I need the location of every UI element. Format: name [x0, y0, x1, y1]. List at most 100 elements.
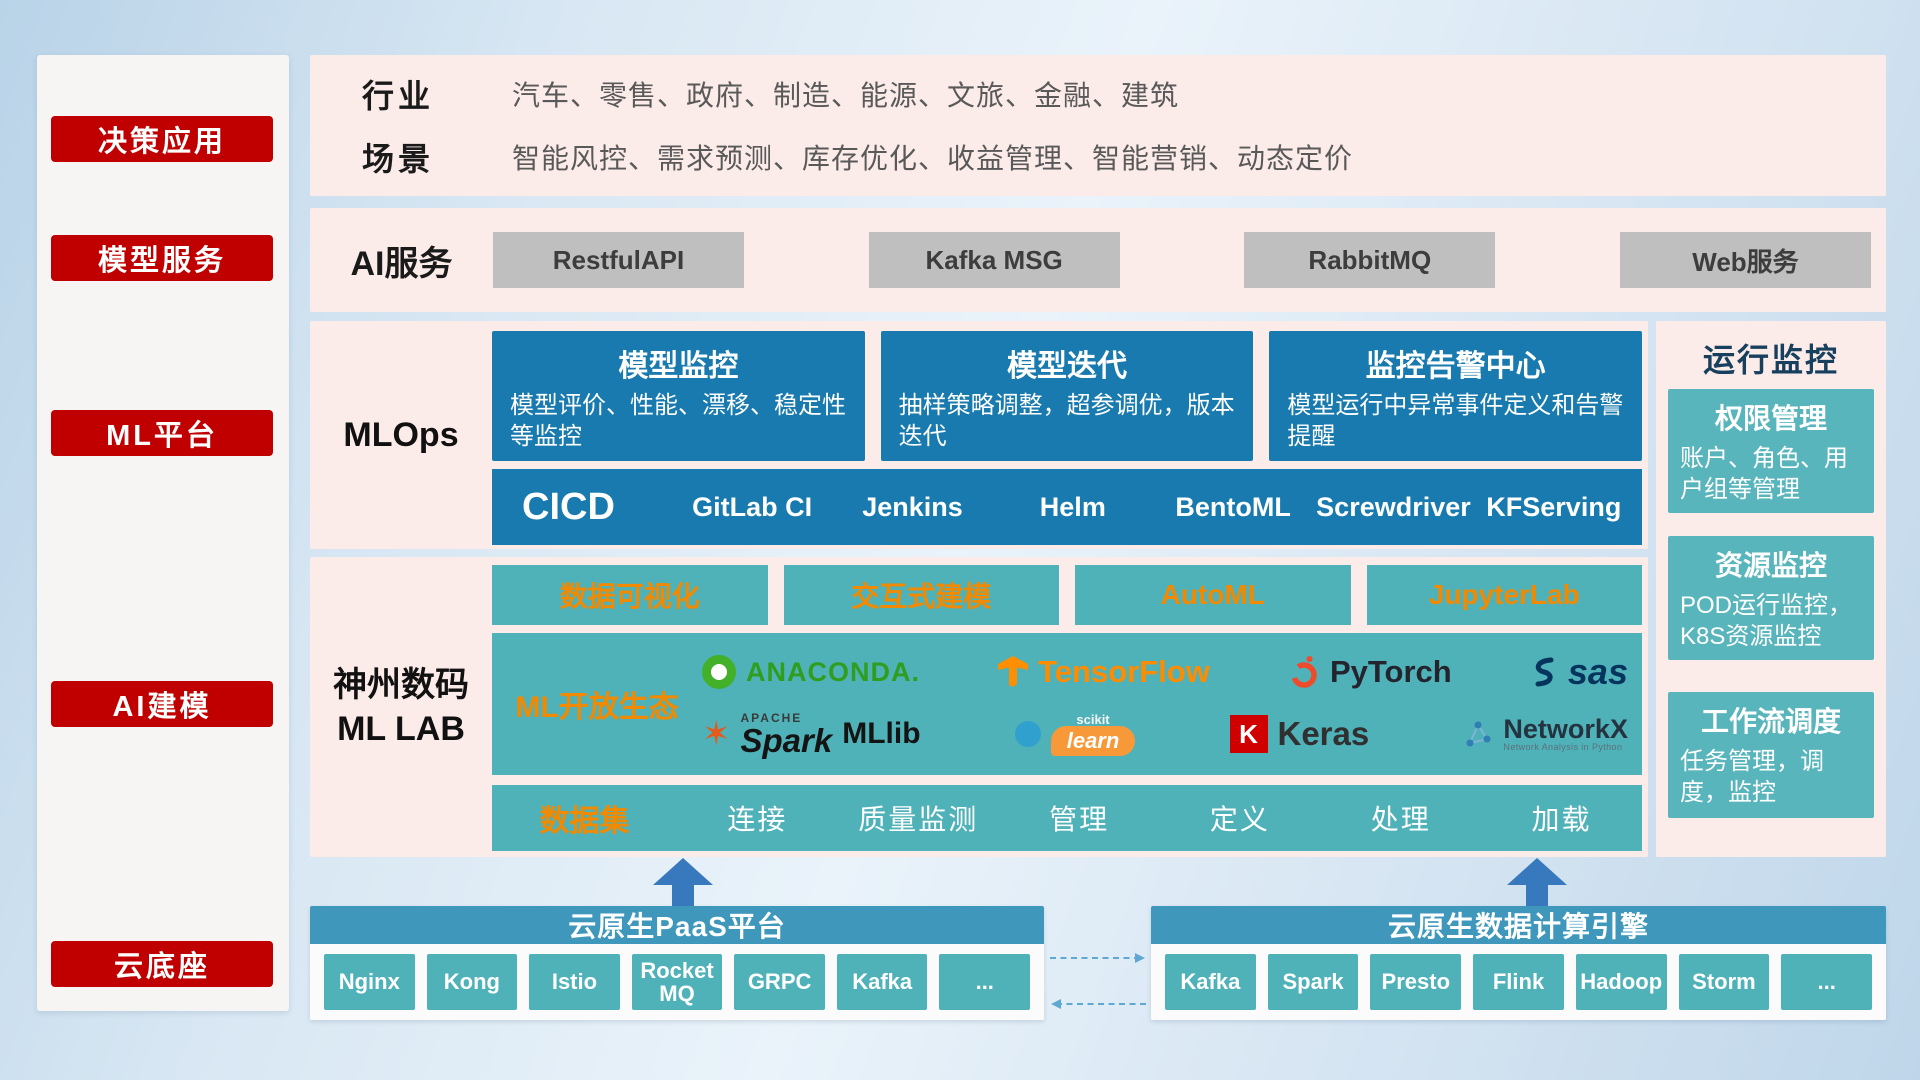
- networkx-label: NetworkX: [1503, 714, 1628, 745]
- apache-label: APACHE: [740, 710, 803, 725]
- cicd-item-jenkins: Jenkins: [862, 491, 963, 522]
- data-engine-body: Kafka Spark Presto Flink Hadoop Storm ..…: [1151, 944, 1886, 1020]
- istio-box: Istio: [529, 954, 620, 1010]
- layer-sidebar: 决策应用 模型服务 ML平台 AI建模 云底座: [37, 55, 289, 1011]
- grpc-box: GRPC: [734, 954, 825, 1010]
- mllib-label: MLlib: [842, 717, 921, 751]
- mlops-cards: 模型监控 模型评价、性能、漂移、稳定性等监控 模型迭代 抽样策略调整，超参调优，…: [492, 331, 1643, 461]
- networkx-icon: [1466, 721, 1491, 747]
- dataset-item-define: 定义: [1209, 804, 1270, 835]
- card-desc: 模型评价、性能、漂移、稳定性等监控: [510, 392, 846, 450]
- ai-service-label: AI服务: [350, 244, 453, 283]
- industry-list: 汽车、零售、政府、制造、能源、文旅、金融、建筑: [512, 80, 1180, 112]
- rabbitmq-box: RabbitMQ: [1244, 232, 1496, 288]
- dataset-item-connect: 连接: [727, 804, 788, 835]
- dashed-arrow-right-icon: [1050, 953, 1145, 963]
- card-desc: 模型运行中异常事件定义和告警提醒: [1287, 392, 1624, 450]
- layer-ml-platform: ML平台: [51, 410, 273, 456]
- paas-body: Nginx Kong Istio RocketMQ GRPC Kafka ...: [310, 944, 1044, 1020]
- model-iteration-card: 模型迭代 抽样策略调整，超参调优，版本迭代: [880, 331, 1254, 461]
- up-arrow-engine-icon: [1507, 858, 1567, 906]
- networkx-subtitle: Network Analysis in Python: [1503, 742, 1623, 753]
- cicd-item-screwdriver: Screwdriver: [1316, 491, 1471, 522]
- spark-label: Spark: [740, 721, 833, 759]
- sas-logo: sas: [1530, 651, 1628, 693]
- layer-cloud-base: 云底座: [51, 941, 273, 987]
- data-engine-group: 云原生数据计算引擎 Kafka Spark Presto Flink Hadoo…: [1151, 906, 1886, 1020]
- mlops-label: MLOps: [343, 415, 459, 454]
- dataset-title: 数据集: [539, 805, 630, 838]
- interactive-modeling-box: 交互式建模: [783, 565, 1059, 625]
- pytorch-label: PyTorch: [1330, 654, 1452, 690]
- card-desc: POD运行监控，K8S资源监控: [1680, 592, 1853, 651]
- paas-header: 云原生PaaS平台: [310, 906, 1044, 944]
- mllab-label-line2: ML LAB: [337, 710, 465, 748]
- dataset-item-process: 处理: [1370, 804, 1431, 835]
- model-monitoring-card: 模型监控 模型评价、性能、漂移、稳定性等监控: [492, 331, 865, 461]
- resource-monitor-card: 资源监控 POD运行监控，K8S资源监控: [1668, 536, 1874, 661]
- card-title: 监控告警中心: [1365, 350, 1546, 383]
- cicd-item-helm: Helm: [1039, 491, 1106, 522]
- mlops-band: MLOps 模型监控 模型评价、性能、漂移、稳定性等监控 模型迭代 抽样策略调整…: [310, 321, 1648, 549]
- anaconda-label: ANACONDA.: [746, 656, 920, 687]
- card-title: 模型监控: [618, 350, 739, 383]
- kafka-box: Kafka: [836, 954, 928, 1010]
- layer-decision-apps: 决策应用: [51, 116, 273, 162]
- dataset-item-quality: 质量监测: [858, 804, 979, 835]
- card-title: 模型迭代: [1007, 350, 1127, 383]
- dataset-bar: 数据集 连接 质量监测 管理 定义 处理 加载: [492, 785, 1642, 851]
- scikit-label: scikit: [1076, 711, 1110, 727]
- scikit-learn-logo: scikit learn: [1014, 711, 1136, 756]
- tensorflow-logo: TensorFlow: [998, 654, 1210, 690]
- card-title: 权限管理: [1714, 403, 1827, 434]
- networkx-logo: NetworkX Network Analysis in Python: [1463, 716, 1628, 752]
- keras-icon: K: [1229, 715, 1268, 754]
- ecosystem-row-1: ANACONDA. TensorFlow PyTorch: [702, 651, 1628, 693]
- dataset-item-load: 加载: [1531, 804, 1592, 835]
- card-desc: 任务管理，调度，监控: [1680, 748, 1824, 807]
- cicd-item-bentoml: BentoML: [1175, 491, 1291, 522]
- cicd-item-gitlab: GitLab CI: [692, 491, 813, 522]
- card-title: 工作流调度: [1700, 706, 1841, 737]
- spark-box: Spark: [1267, 954, 1359, 1010]
- more-box: ...: [1781, 954, 1873, 1010]
- ai-service-band: AI服务 RestfulAPI Kafka MSG RabbitMQ Web服务: [310, 208, 1886, 312]
- hadoop-box: Hadoop: [1575, 954, 1667, 1010]
- layer-ai-modeling: AI建模: [51, 681, 273, 727]
- presto-box: Presto: [1370, 954, 1462, 1010]
- learn-label: learn: [1050, 725, 1136, 756]
- flink-box: Flink: [1473, 954, 1564, 1010]
- pytorch-logo: PyTorch: [1288, 654, 1452, 690]
- ml-ecosystem-logos: ANACONDA. TensorFlow PyTorch: [702, 633, 1642, 775]
- anaconda-icon: [702, 655, 736, 690]
- industry-band: 行业 汽车、零售、政府、制造、能源、文旅、金融、建筑 场景 智能风控、需求预测、…: [310, 55, 1886, 196]
- rocketmq-box: RocketMQ: [631, 954, 723, 1010]
- sas-icon: [1535, 657, 1554, 687]
- kong-box: Kong: [426, 954, 518, 1010]
- scenario-list: 智能风控、需求预测、库存优化、收益管理、智能营销、动态定价: [512, 142, 1354, 174]
- restful-api-box: RestfulAPI: [493, 232, 744, 288]
- dashed-arrow-left-icon: [1051, 999, 1146, 1009]
- tensorflow-label: TensorFlow: [1038, 654, 1210, 690]
- scenario-row: 场景 智能风控、需求预测、库存优化、收益管理、智能营销、动态定价: [362, 134, 1886, 180]
- automl-box: AutoML: [1075, 565, 1351, 625]
- mllab-label: 神州数码 ML LAB: [310, 557, 492, 857]
- industry-label: 行业: [362, 78, 435, 115]
- cicd-title: CICD: [522, 485, 615, 528]
- data-engine-header: 云原生数据计算引擎: [1151, 906, 1886, 944]
- mllab-band: 神州数码 ML LAB 数据可视化 交互式建模 AutoML JupyterLa…: [310, 557, 1648, 857]
- card-desc: 账户、角色、用户组等管理: [1680, 445, 1848, 504]
- more-box: ...: [939, 954, 1031, 1010]
- web-service-box: Web服务: [1619, 232, 1871, 288]
- pytorch-icon: [1291, 656, 1317, 689]
- keras-logo: K Keras: [1229, 715, 1369, 754]
- layer-model-service: 模型服务: [51, 235, 273, 281]
- ml-ecosystem-title: ML开放生态: [515, 691, 679, 724]
- dataset-item-manage: 管理: [1049, 804, 1110, 835]
- jupyterlab-box: JupyterLab: [1366, 565, 1642, 625]
- sas-label: sas: [1567, 651, 1628, 693]
- cicd-item-kfserving: KFServing: [1486, 491, 1622, 522]
- mllab-tools: 数据可视化 交互式建模 AutoML JupyterLab: [492, 565, 1642, 625]
- ai-service-buttons: RestfulAPI Kafka MSG RabbitMQ Web服务: [493, 208, 1883, 312]
